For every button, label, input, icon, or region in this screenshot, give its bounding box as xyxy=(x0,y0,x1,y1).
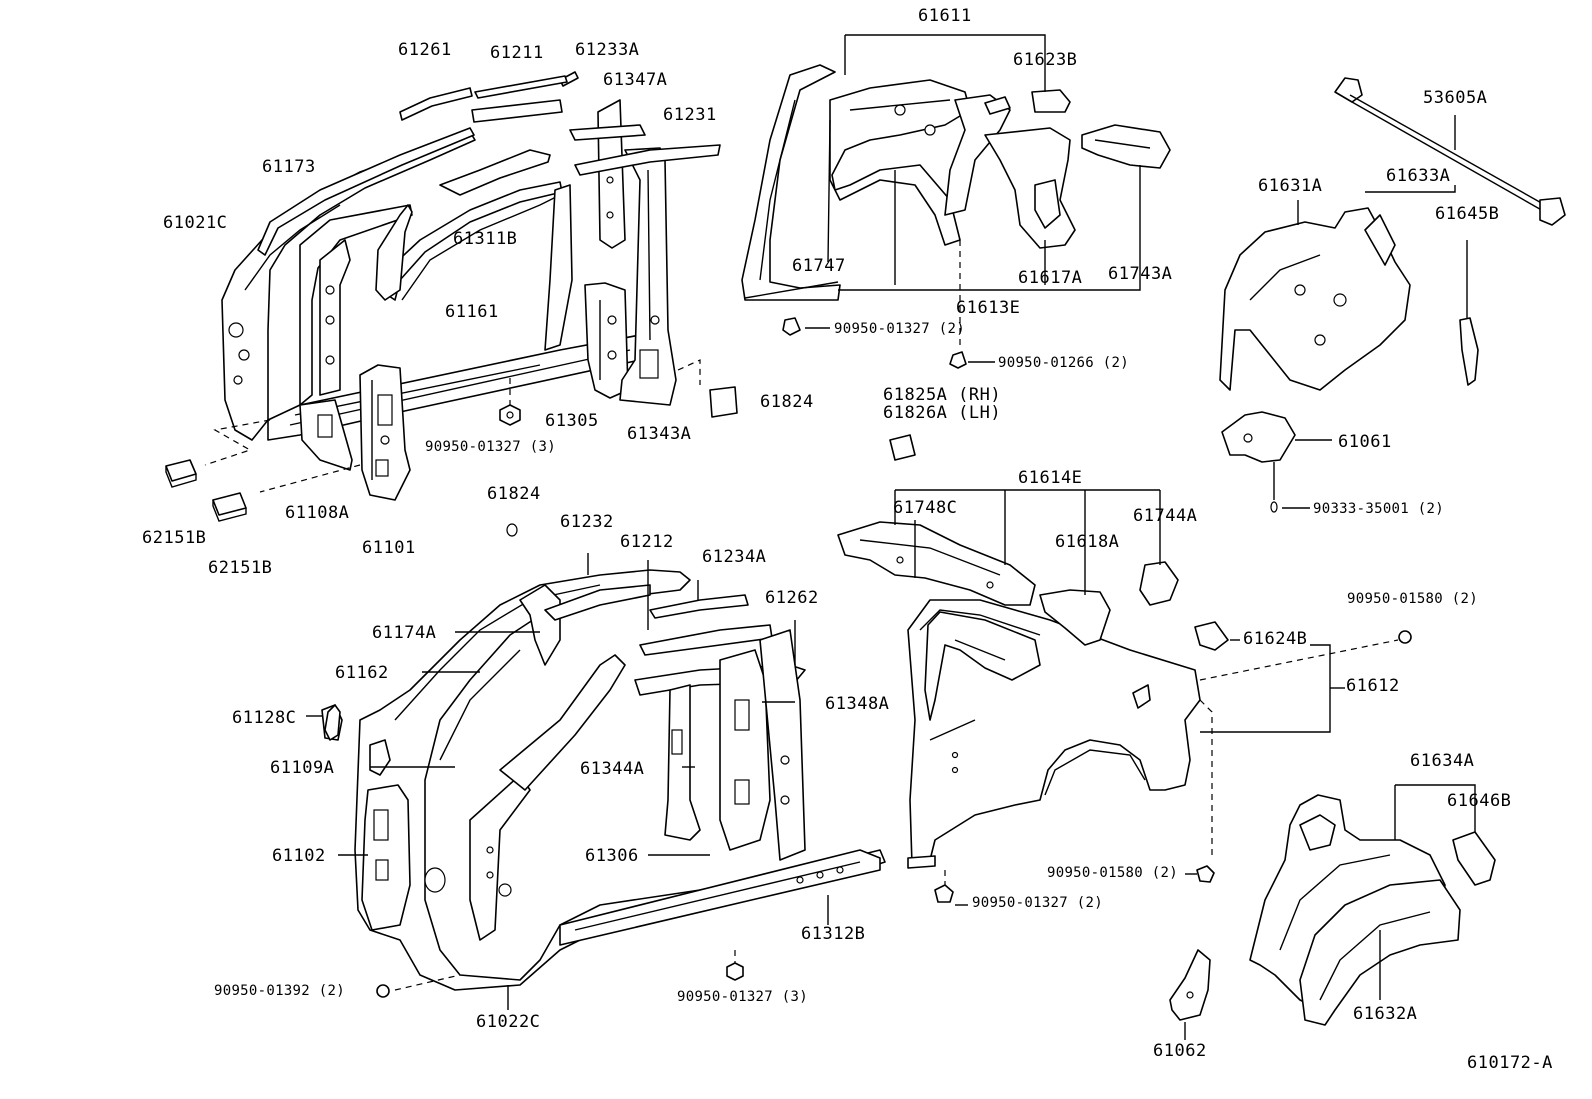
label-61262: 61262 xyxy=(765,588,819,608)
label-61162: 61162 xyxy=(335,663,389,683)
label-61624b: 61624B xyxy=(1243,629,1308,649)
label-61305: 61305 xyxy=(545,411,599,431)
label-61748c: 61748C xyxy=(893,498,958,518)
leader-61824a xyxy=(677,359,701,385)
front-pillar-parts xyxy=(299,204,413,501)
clip-61128c xyxy=(324,704,341,741)
label-61232: 61232 xyxy=(560,512,614,532)
bracket-61062 xyxy=(1169,949,1211,1040)
roof-rails-upper-left xyxy=(257,71,721,256)
quarter-outer-panel xyxy=(907,599,1201,869)
label-90950-01580-2-b: 90950-01580 (2) xyxy=(1047,865,1178,881)
label-61306: 61306 xyxy=(585,846,639,866)
cap-62151b-2 xyxy=(212,492,247,522)
rear-wheelhouse-lower xyxy=(1249,784,1496,1026)
label-61348a: 61348A xyxy=(825,694,890,714)
nut-90950-01327-a xyxy=(499,404,521,426)
label-62151b-1: 62151B xyxy=(142,528,207,548)
body-side-outer-lower-assembly xyxy=(321,523,886,991)
label-61311b: 61311B xyxy=(453,229,518,249)
label-61824-b: 61824 xyxy=(487,484,541,504)
label-61101: 61101 xyxy=(362,538,416,558)
label-61747: 61747 xyxy=(792,256,846,276)
label-61233a: 61233A xyxy=(575,40,640,60)
label-61614e: 61614E xyxy=(1018,468,1083,488)
label-61612: 61612 xyxy=(1346,676,1400,696)
leader-62151b-2 xyxy=(259,464,361,493)
label-61631a: 61631A xyxy=(1258,176,1323,196)
label-90950-01580-2-a: 90950-01580 (2) xyxy=(1347,591,1478,607)
label-90950-01266-2: 90950-01266 (2) xyxy=(998,355,1129,371)
label-61231: 61231 xyxy=(663,105,717,125)
label-90333-35001-2: 90333-35001 (2) xyxy=(1313,501,1444,517)
label-61618a: 61618A xyxy=(1055,532,1120,552)
label-61743a: 61743A xyxy=(1108,264,1173,284)
label-61212: 61212 xyxy=(620,532,674,552)
cap-62151b-1 xyxy=(165,459,197,488)
leaders-61614e xyxy=(894,489,1399,906)
label-61343a: 61343A xyxy=(627,424,692,444)
leader-62151b-1 xyxy=(204,419,271,466)
label-61108a: 61108A xyxy=(285,503,350,523)
label-61825a-rh: 61825A (RH) xyxy=(883,385,1002,405)
label-61174a: 61174A xyxy=(372,623,437,643)
label-61128c: 61128C xyxy=(232,708,297,728)
label-61826a-lh: 61826A (LH) xyxy=(883,403,1002,423)
label-61824-a: 61824 xyxy=(760,392,814,412)
label-61234a: 61234A xyxy=(702,547,767,567)
label-61632a: 61632A xyxy=(1353,1004,1418,1024)
label-61102: 61102 xyxy=(272,846,326,866)
nut-90950-01327-b xyxy=(726,962,744,981)
label-61623b: 61623B xyxy=(1013,50,1078,70)
quarter-inner-panel xyxy=(741,64,1171,369)
label-61022c: 61022C xyxy=(476,1012,541,1032)
body-side-outer-front-assembly xyxy=(221,99,677,441)
label-61611: 61611 xyxy=(918,6,972,26)
label-61613e: 61613E xyxy=(956,298,1021,318)
label-62151b-2: 62151B xyxy=(208,558,273,578)
rear-brace-53605a xyxy=(1334,77,1566,226)
figure-reference: 610172-A xyxy=(1467,1053,1553,1073)
label-90950-01327-3-a: 90950-01327 (3) xyxy=(425,439,556,455)
label-90950-01392-2: 90950-01392 (2) xyxy=(214,983,345,999)
nut-90950-01392 xyxy=(376,984,390,998)
plug-61824a xyxy=(709,386,738,418)
label-61021c: 61021C xyxy=(163,213,228,233)
label-61261: 61261 xyxy=(398,40,452,60)
label-61633a: 61633A xyxy=(1386,166,1451,186)
label-61312b: 61312B xyxy=(801,924,866,944)
roof-side-rail-61614e xyxy=(837,434,1412,903)
label-61161: 61161 xyxy=(445,302,499,322)
label-61061: 61061 xyxy=(1338,432,1392,452)
leaders-61611 xyxy=(744,34,1141,363)
label-61173: 61173 xyxy=(262,157,316,177)
label-61646b: 61646B xyxy=(1447,791,1512,811)
label-53605a: 53605A xyxy=(1423,88,1488,108)
label-61645b: 61645B xyxy=(1435,204,1500,224)
label-61211: 61211 xyxy=(490,43,544,63)
label-61109a: 61109A xyxy=(270,758,335,778)
label-61634a: 61634A xyxy=(1410,751,1475,771)
label-90950-01327-2-b: 90950-01327 (2) xyxy=(972,895,1103,911)
label-90950-01327-2-a: 90950-01327 (2) xyxy=(834,321,965,337)
rear-wheelhouse-upper xyxy=(1219,185,1479,391)
label-61617a: 61617A xyxy=(1018,268,1083,288)
label-90950-01327-3-b: 90950-01327 (3) xyxy=(677,989,808,1005)
bracket-61061 xyxy=(1221,411,1332,513)
leaders-lower-left xyxy=(306,553,829,1010)
label-61344a: 61344A xyxy=(580,759,645,779)
label-61347a: 61347A xyxy=(603,70,668,90)
label-61062: 61062 xyxy=(1153,1041,1207,1061)
label-61744a: 61744A xyxy=(1133,506,1198,526)
